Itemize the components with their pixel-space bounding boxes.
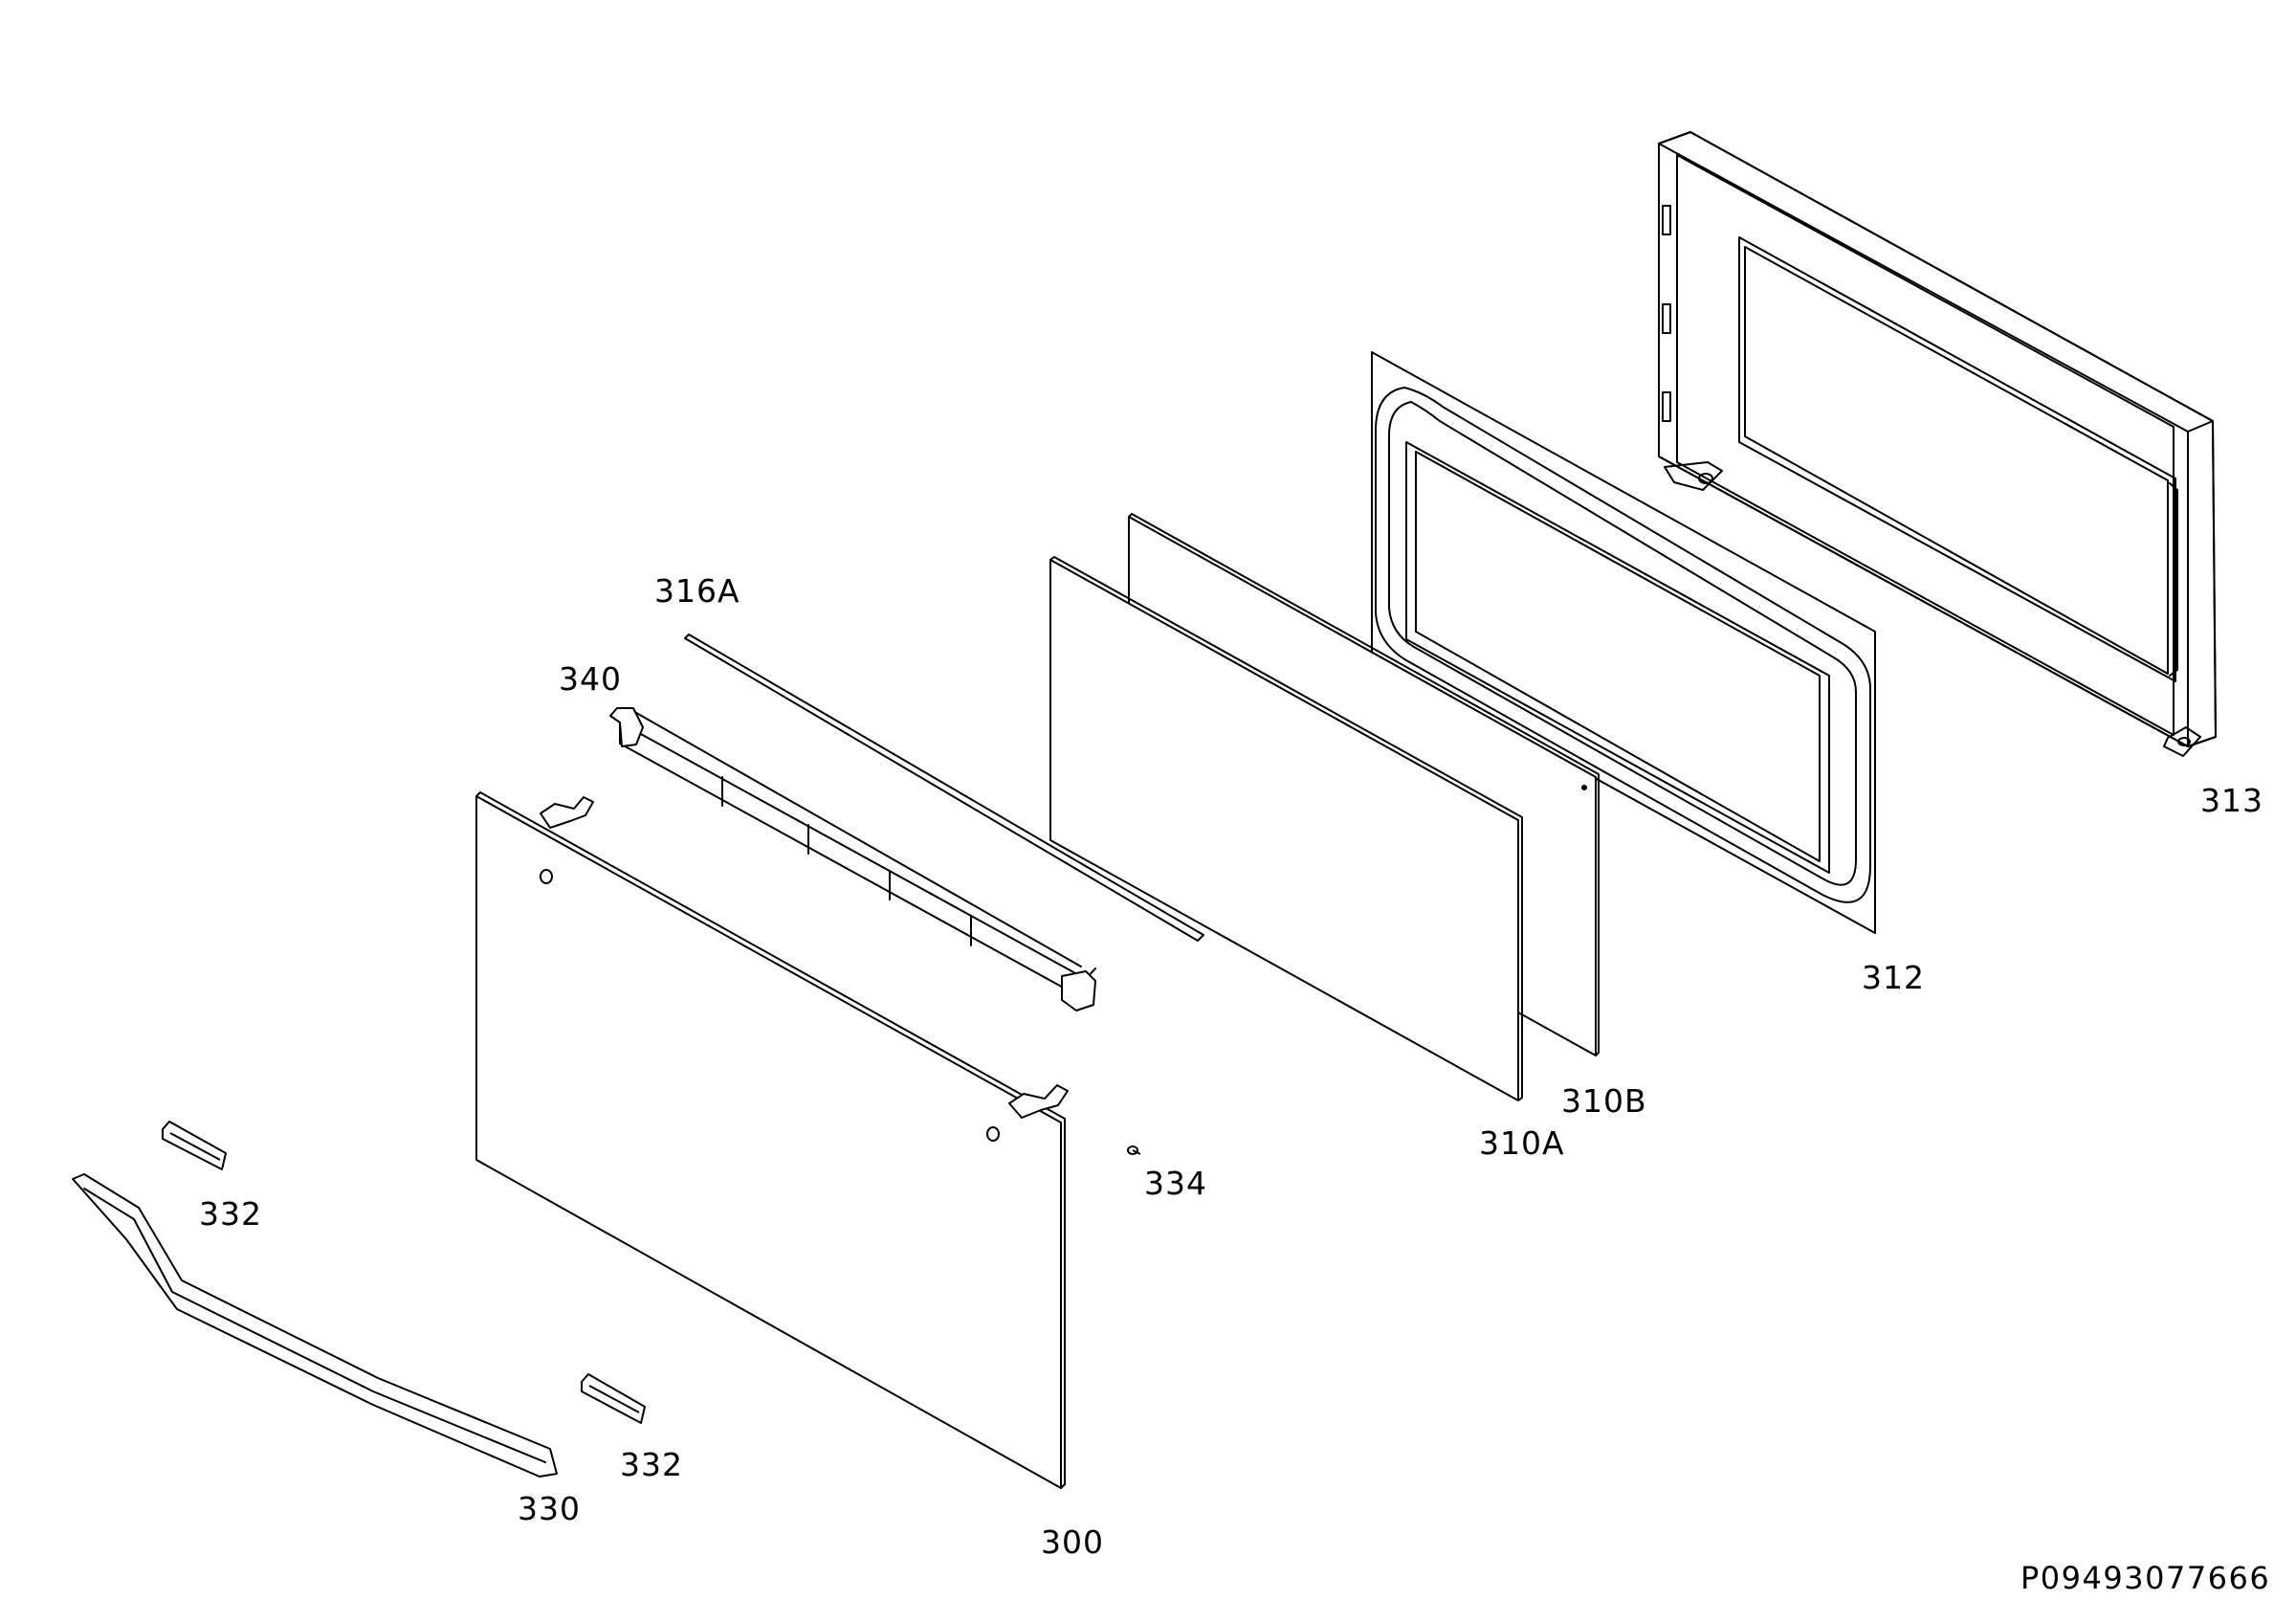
label-340: 340 <box>559 660 622 698</box>
label-300: 300 <box>1041 1523 1104 1561</box>
document-number: P09493077666 <box>2020 1560 2270 1596</box>
part-332-clip-lower <box>582 1374 645 1423</box>
part-334-screw <box>1128 1146 1140 1154</box>
part-313-outer-frame <box>1659 132 2216 756</box>
label-313: 313 <box>2200 782 2263 819</box>
part-340-rail <box>610 708 1095 1011</box>
part-316A-seal-strip <box>685 634 1203 941</box>
part-300-front-glass <box>476 792 1068 1488</box>
label-332-upper: 332 <box>199 1195 262 1233</box>
part-312-seal-frame <box>1372 352 1875 933</box>
label-310A: 310A <box>1479 1124 1565 1162</box>
label-312: 312 <box>1862 959 1925 996</box>
part-330-handle <box>73 1174 557 1477</box>
part-310A-middle-glass <box>1050 557 1522 1101</box>
label-310B: 310B <box>1561 1082 1647 1120</box>
label-316A: 316A <box>654 572 740 610</box>
part-332-clip-upper <box>163 1122 226 1169</box>
label-332-lower: 332 <box>620 1446 683 1483</box>
label-330: 330 <box>518 1490 581 1527</box>
label-334: 334 <box>1144 1165 1207 1202</box>
